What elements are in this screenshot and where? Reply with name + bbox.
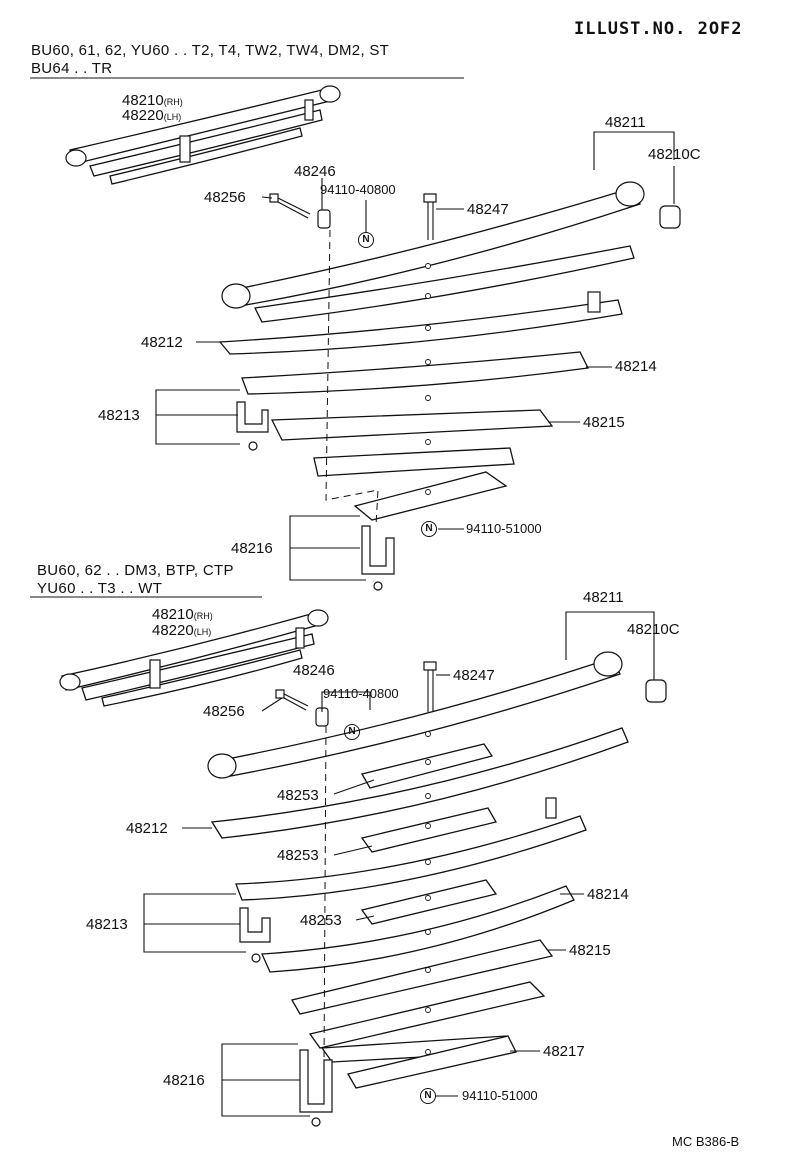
label-clip-48216-1: 48216 xyxy=(231,540,273,557)
label-liner-48253-3: 48253 xyxy=(300,912,342,929)
bolt-48247-1 xyxy=(423,193,437,240)
label-clip-48213-2: 48213 xyxy=(86,916,128,933)
main-leaf-eye-left xyxy=(221,283,251,309)
spring-assembly-thumbnail-2 xyxy=(59,609,329,707)
leaf-3-b xyxy=(235,815,587,901)
illustration-number: ILLUST.NO. 2OF2 xyxy=(574,19,743,39)
pin-48246-1 xyxy=(317,209,331,229)
bolt-48247-2 xyxy=(423,661,437,712)
leaf-8 xyxy=(347,1035,517,1089)
label-pin-48246-2: 48246 xyxy=(293,662,335,679)
main-leaf-1 xyxy=(231,187,641,307)
label-leaf-48214-1: 48214 xyxy=(615,358,657,375)
label-spring-rh-2: 48210(RH) xyxy=(152,606,213,623)
leaf-2-b xyxy=(210,727,629,839)
nut-symbol-2b: N xyxy=(420,1088,436,1104)
main-leaf-eye-right xyxy=(615,181,645,207)
label-leaf-48215-1: 48215 xyxy=(583,414,625,431)
nut-symbol-2a: N xyxy=(344,724,360,740)
clip-48216-1 xyxy=(361,525,395,575)
label-leaf-48215-2: 48215 xyxy=(569,942,611,959)
label-leaf-48212-1: 48212 xyxy=(141,334,183,351)
label-bolt-48247-2: 48247 xyxy=(453,667,495,684)
section1-models-line2: BU64 . . TR xyxy=(31,60,113,77)
bushing-48210c-2 xyxy=(645,679,667,703)
label-bushing-2: 48210C xyxy=(627,621,680,638)
label-spring-lh-1: 48220(LH) xyxy=(122,107,182,124)
liner-48253-2 xyxy=(360,807,497,853)
center-bolt-guide-1 xyxy=(325,229,379,526)
label-pin-48246-1: 48246 xyxy=(294,163,336,180)
label-bolt-48247-1: 48247 xyxy=(467,201,509,218)
spring-assembly-thumbnail-1 xyxy=(65,85,341,185)
label-clip-48213-1: 48213 xyxy=(98,407,140,424)
section2-models-line1: BU60, 62 . . DM3, BTP, CTP xyxy=(37,562,234,579)
leaf-48214 xyxy=(241,351,589,395)
leaf-48212 xyxy=(218,299,623,355)
liner-48253-3 xyxy=(360,879,498,925)
label-liner-48253-1: 48253 xyxy=(277,787,319,804)
leaf-7 xyxy=(353,471,508,521)
label-bushing-1: 48210C xyxy=(648,146,701,163)
label-nut-b-1: 94110-51000 xyxy=(466,521,542,536)
reference-code: MC B386-B xyxy=(672,1134,740,1149)
section2-models-line2: YU60 . . T3 . . WT xyxy=(37,580,163,597)
label-spring-rh-1: 48210(RH) xyxy=(122,92,183,109)
leaf-48215 xyxy=(270,409,554,441)
label-liner-48253-2: 48253 xyxy=(277,847,319,864)
leaf-2 xyxy=(254,245,635,323)
leaf-6-b xyxy=(308,981,546,1049)
clip-48213-1 xyxy=(236,401,269,433)
leaf-48215-b xyxy=(291,939,554,1015)
bolt-48256-1 xyxy=(269,193,311,219)
leaf-6 xyxy=(313,447,515,477)
label-clip-48216-2: 48216 xyxy=(163,1072,205,1089)
leaf-48214-b xyxy=(261,885,575,973)
label-leaf-48214-2: 48214 xyxy=(587,886,629,903)
label-leaf-48211-2: 48211 xyxy=(583,589,624,606)
leaf-spring-stack-2 xyxy=(207,651,629,1089)
label-nut-a-1: 94110-40800 xyxy=(320,182,396,197)
section1-models-line1: BU60, 61, 62, YU60 . . T2, T4, TW2, TW4,… xyxy=(31,42,390,59)
bolt-48256-2 xyxy=(275,689,309,711)
nut-symbol-1a: N xyxy=(358,232,374,248)
label-nut-b-2: 94110-51000 xyxy=(462,1088,538,1103)
label-bolt-48256-2: 48256 xyxy=(203,703,245,720)
leaf-spring-stack-1 xyxy=(218,181,645,521)
label-leaf-48211-1: 48211 xyxy=(605,114,646,131)
label-bolt-48256-1: 48256 xyxy=(204,189,246,206)
clip-48213-2 xyxy=(239,907,271,943)
label-spring-lh-2: 48220(LH) xyxy=(152,622,212,639)
clip-48216-2 xyxy=(299,1049,333,1113)
center-bolt-guide-2 xyxy=(323,725,327,1063)
liner-48253-1 xyxy=(361,743,494,789)
label-nut-a-2: 94110-40800 xyxy=(323,686,399,701)
bushing-48210c-1 xyxy=(659,205,681,229)
nut-symbol-1b: N xyxy=(421,521,437,537)
label-leaf-48217: 48217 xyxy=(543,1043,585,1060)
label-leaf-48212-2: 48212 xyxy=(126,820,168,837)
